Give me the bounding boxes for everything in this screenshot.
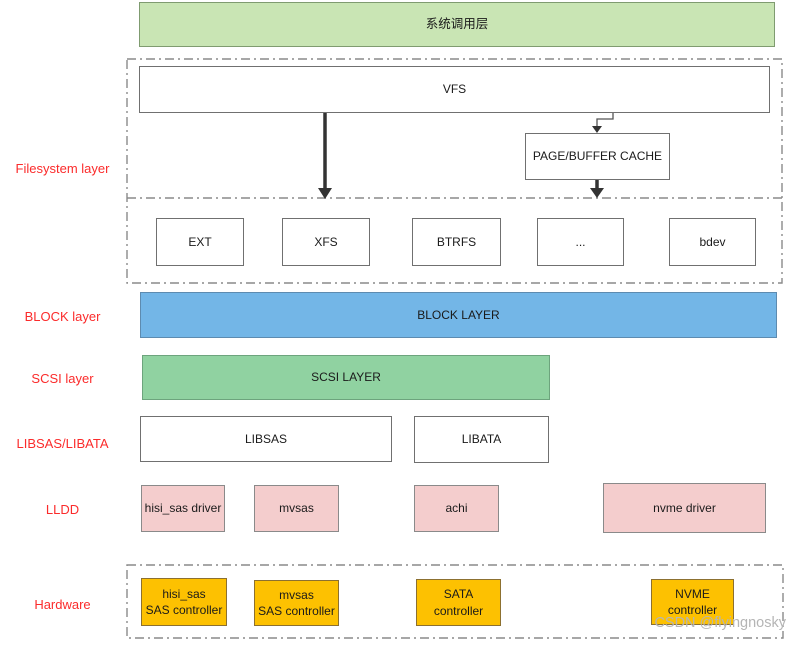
lldd-box-achi: achi: [414, 485, 499, 532]
side-label-scsi: SCSI layer: [31, 371, 94, 386]
hw-box-nvme-controller: NVME controller: [651, 579, 734, 625]
filesystem-dashed-container: [126, 58, 783, 284]
hw-box-sata-controller: SATA controller: [416, 579, 501, 626]
libata-box: LIBATA: [414, 416, 549, 463]
side-label-libsas-libata: LIBSAS/LIBATA: [16, 436, 109, 451]
fs-box-btrfs: BTRFS: [412, 218, 501, 266]
side-label-filesystem: Filesystem layer: [15, 161, 110, 176]
hw-box-hisi-sas-controller: hisi_sas SAS controller: [141, 578, 227, 626]
block-layer-box: BLOCK LAYER: [140, 292, 777, 338]
vfs-down-arrow: [318, 113, 332, 199]
hw-box-mvsas-controller: mvsas SAS controller: [254, 580, 339, 626]
vfs-box: VFS: [139, 66, 770, 113]
csdn-watermark: CSDN @flyingnosky: [654, 615, 786, 631]
fs-box-ext: EXT: [156, 218, 244, 266]
lldd-box-hisi-sas-driver: hisi_sas driver: [141, 485, 225, 532]
lldd-box-nvme-driver: nvme driver: [603, 483, 766, 533]
fs-box-bdev: bdev: [669, 218, 756, 266]
scsi-layer-box: SCSI LAYER: [142, 355, 550, 400]
fs-box-xfs: XFS: [282, 218, 370, 266]
hardware-dashed-container: [126, 564, 784, 639]
fs-box-ellipsis: ...: [537, 218, 624, 266]
vfs-to-cache-connector: [592, 112, 614, 133]
syscall-layer-box: 系统调用层: [139, 2, 775, 47]
libsas-box: LIBSAS: [140, 416, 392, 462]
side-label-lldd: LLDD: [45, 502, 80, 517]
cache-down-arrow: [590, 180, 604, 198]
side-label-hardware: Hardware: [34, 597, 91, 612]
page-buffer-cache-box: PAGE/BUFFER CACHE: [525, 133, 670, 180]
lldd-box-mvsas: mvsas: [254, 485, 339, 532]
side-label-block: BLOCK layer: [24, 309, 101, 324]
